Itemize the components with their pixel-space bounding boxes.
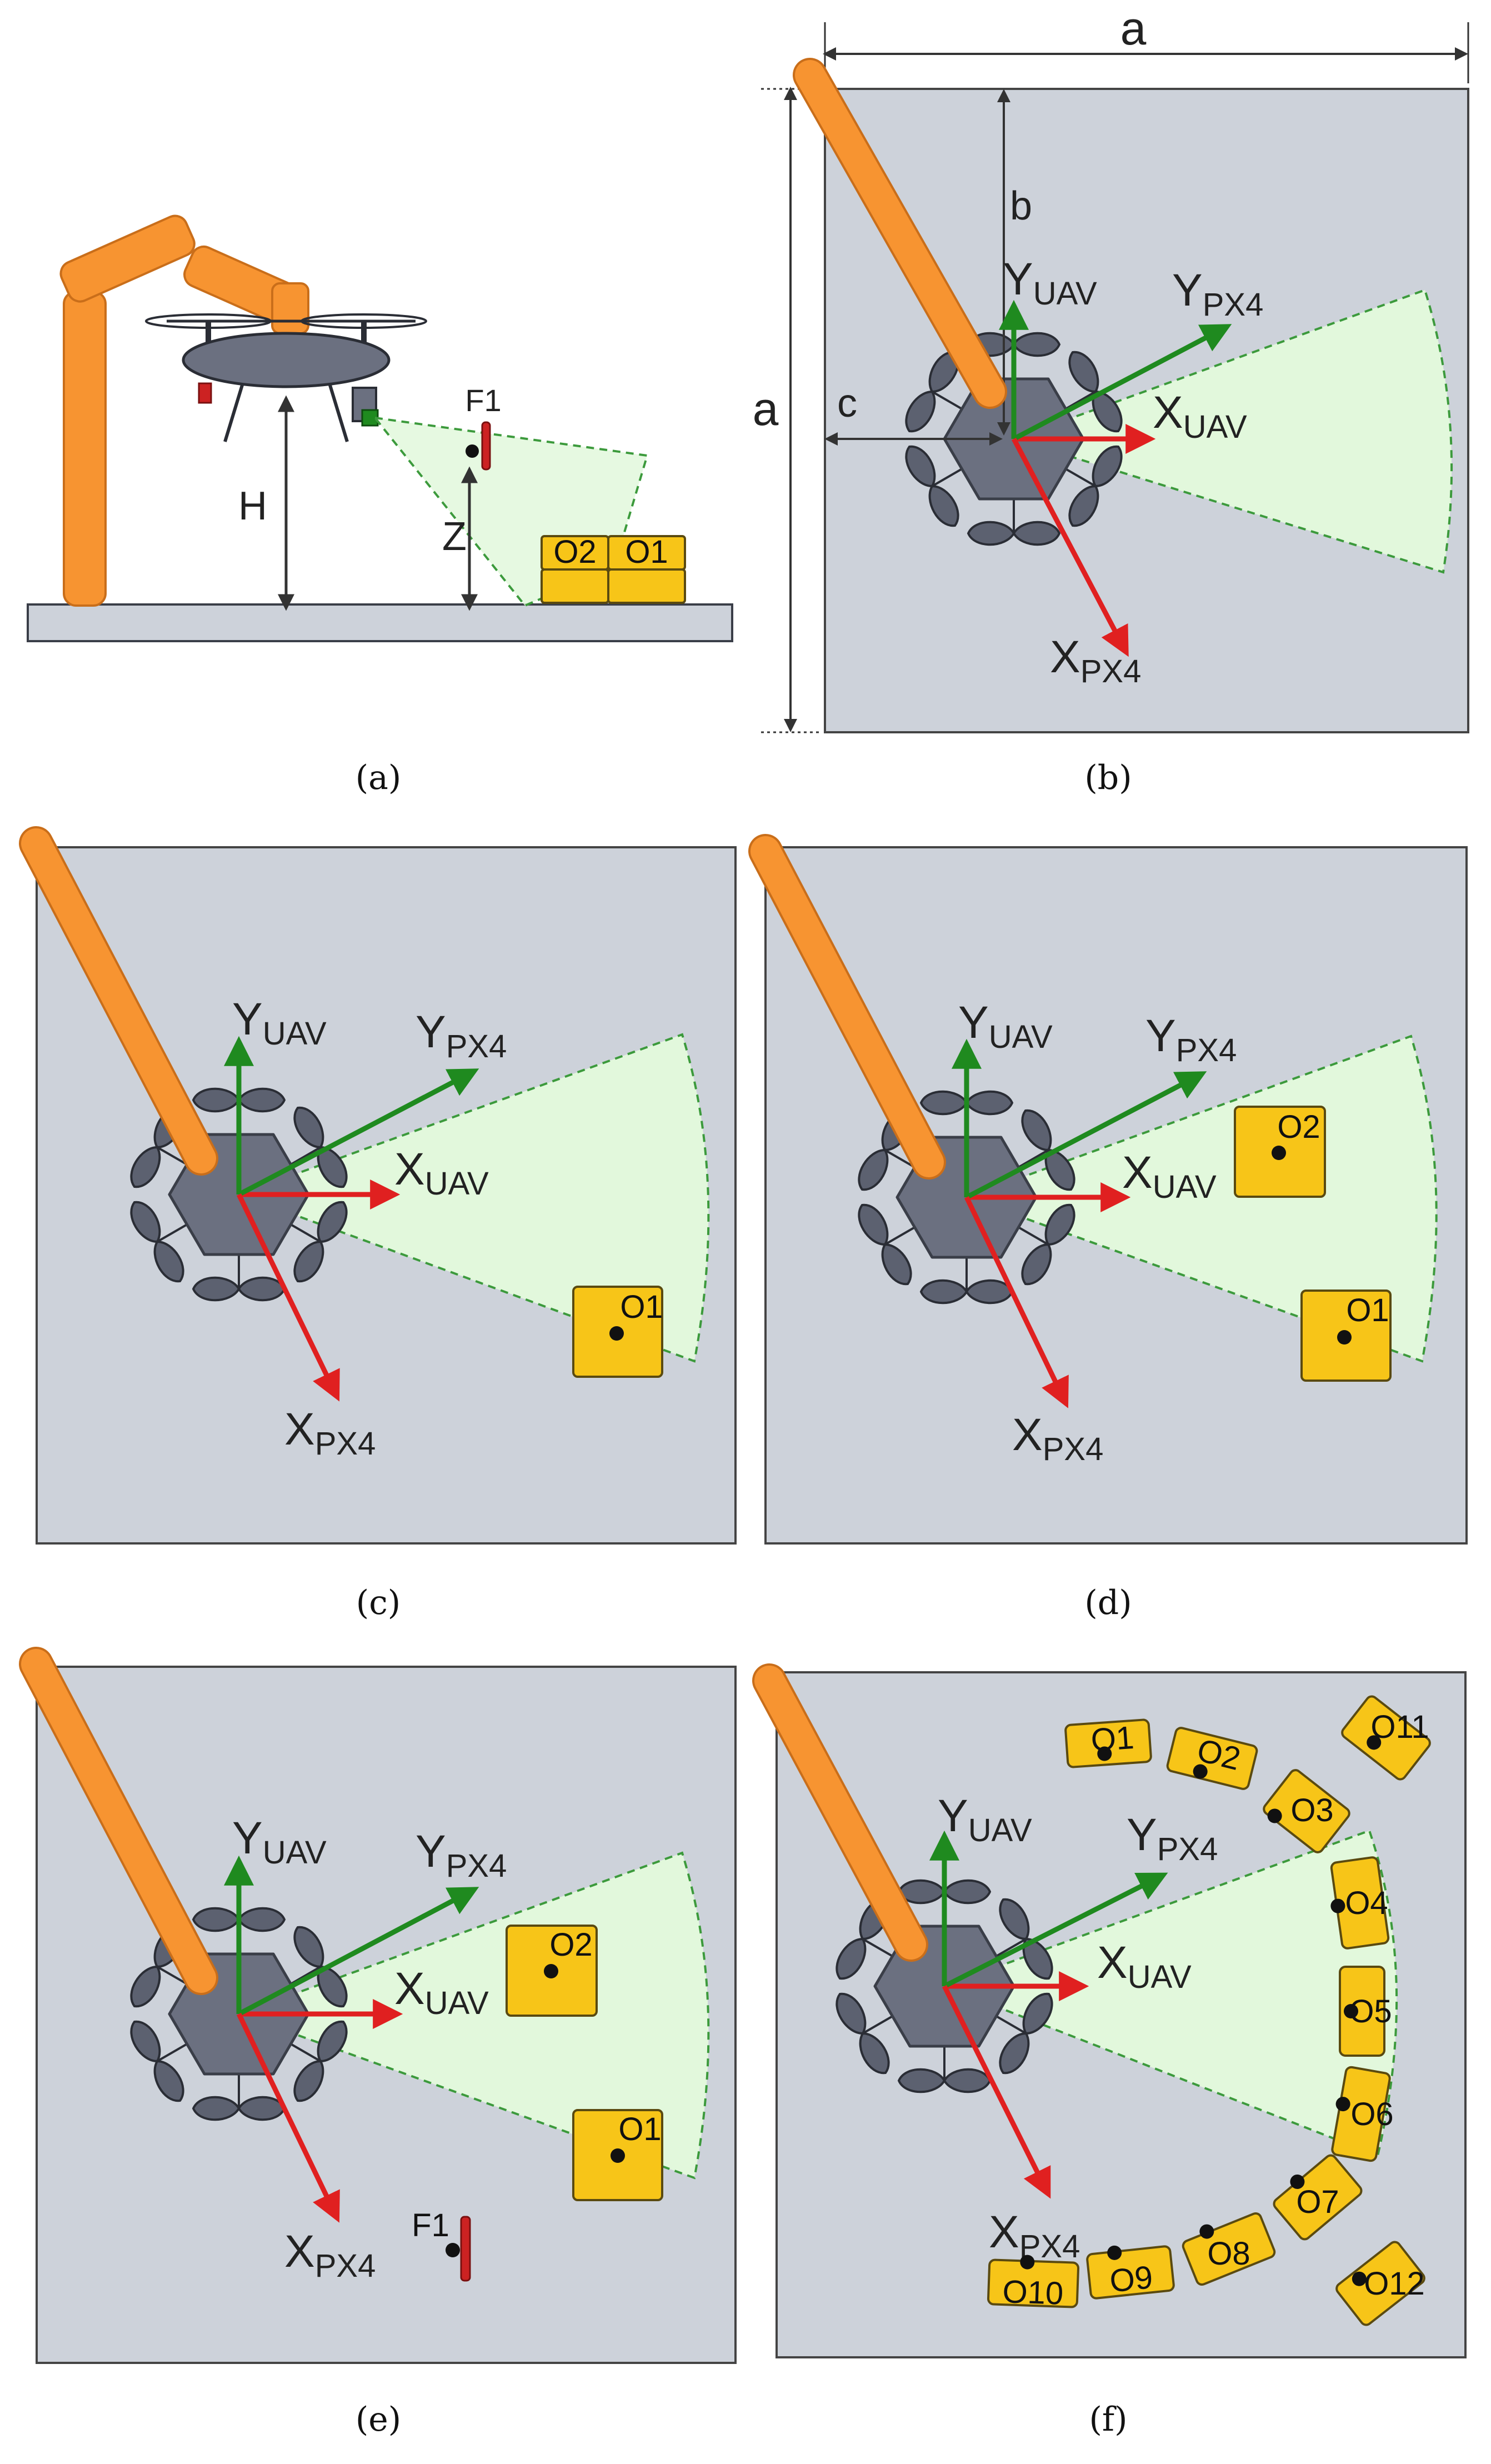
- x-px4-axis: [236, 2013, 340, 2223]
- x-px4-label: XPX4: [1012, 1410, 1103, 1467]
- drone-side: [145, 313, 427, 442]
- svg-text:O9: O9: [1108, 2259, 1154, 2300]
- caption-c: (c): [356, 1583, 401, 1622]
- fiducial-marker: [481, 421, 491, 471]
- caption-d: (d): [1084, 1583, 1132, 1622]
- y-uav-label: YUAV: [232, 1813, 327, 1871]
- fiducial-point: [466, 444, 479, 458]
- y-uav-label: YUAV: [938, 1791, 1032, 1848]
- object-o2: O2: [1234, 1106, 1326, 1198]
- object-o2: O2: [1166, 1727, 1258, 1790]
- panel-e: YUAV YPX4 XUAV XPX4 O2 O1 F1 (e): [19, 1647, 737, 2439]
- panel-b: a a b c YUAV YPX4 XUAV XPX4 (b): [753, 2, 1469, 797]
- object-o11: O11: [1341, 1695, 1431, 1781]
- object-o4: O4: [1330, 1856, 1390, 1950]
- svg-text:O1: O1: [620, 1289, 663, 1325]
- object-o12: O12: [1335, 2241, 1425, 2326]
- svg-text:O4: O4: [1345, 1885, 1388, 1921]
- y-px4-label: YPX4: [1127, 1810, 1218, 1867]
- svg-text:F1: F1: [412, 2207, 449, 2243]
- object-o2: O2: [506, 1925, 598, 2017]
- svg-text:O1: O1: [618, 2111, 661, 2147]
- box-label-o1: O1: [625, 534, 668, 570]
- y-px4-label: YPX4: [416, 1826, 507, 1884]
- svg-text:O12: O12: [1364, 2266, 1425, 2302]
- object-o1: O1: [1300, 1290, 1392, 1382]
- y-px4-axis: [1012, 324, 1232, 441]
- y-px4-label: YPX4: [1145, 1011, 1237, 1068]
- y-uav-label: YUAV: [958, 997, 1053, 1055]
- object-o1: O1: [1064, 1718, 1152, 1768]
- box-label-o2: O2: [553, 534, 596, 570]
- fiducial-label: F1: [465, 383, 501, 418]
- object-o3: O3: [1263, 1769, 1350, 1853]
- y-px4-axis: [965, 1071, 1207, 1199]
- x-uav-label: XUAV: [394, 1144, 489, 1202]
- svg-text:O11: O11: [1370, 1709, 1429, 1745]
- height-label: H: [238, 484, 267, 528]
- panel-d: YUAV YPX4 XUAV XPX4 O2 O1 (d): [748, 834, 1468, 1622]
- object-o1: O1: [572, 2109, 663, 2201]
- y-px4-label: YPX4: [1172, 265, 1263, 323]
- ground-plate: [27, 603, 733, 642]
- x-uav-label: XUAV: [1097, 1937, 1192, 1995]
- x-px4-label: XPX4: [284, 1404, 376, 1462]
- dim-a-top-label: a: [1120, 2, 1147, 54]
- svg-text:O5: O5: [1349, 1993, 1392, 2030]
- object-o9: O9: [1086, 2245, 1175, 2300]
- caption-e: (e): [356, 2400, 401, 2439]
- svg-text:O10: O10: [1002, 2273, 1064, 2312]
- dim-a-left-label: a: [753, 383, 779, 435]
- dim-b-label: b: [1010, 184, 1032, 228]
- caption-b: (b): [1084, 758, 1132, 797]
- object-o1: O1: [572, 1286, 663, 1378]
- x-px4-axis: [942, 1985, 1051, 2199]
- x-uav-label: XUAV: [1153, 387, 1247, 445]
- y-px4-axis: [237, 1887, 479, 2016]
- dim-c-label: c: [837, 381, 857, 426]
- svg-text:O6: O6: [1350, 2096, 1393, 2132]
- z-label: Z: [442, 514, 467, 559]
- object-o6: O6: [1331, 2066, 1394, 2162]
- x-px4-axis: [964, 1196, 1069, 1408]
- object-o5: O5: [1339, 1966, 1392, 2057]
- panel-f: YUAV YPX4 XUAV XPX4 O1 O2 O3 O4 O5: [752, 1663, 1467, 2439]
- y-uav-label: YUAV: [232, 994, 327, 1052]
- caption-a: (a): [356, 758, 402, 797]
- object-o7: O7: [1273, 2154, 1363, 2241]
- y-px4-axis: [943, 1872, 1168, 1989]
- camera-fov-b: [1010, 288, 1453, 574]
- fiducial-f1: F1: [412, 2207, 471, 2282]
- svg-text:O1: O1: [1346, 1292, 1389, 1328]
- svg-text:O1: O1: [1090, 1720, 1135, 1758]
- svg-text:O8: O8: [1207, 2236, 1250, 2272]
- x-uav-label: XUAV: [1122, 1147, 1217, 1205]
- panel-c: YUAV YPX4 XUAV XPX4 O1 (c): [19, 826, 737, 1622]
- robot-arm: [59, 214, 309, 607]
- y-uav-label: YUAV: [1003, 254, 1097, 312]
- x-uav-label: XUAV: [394, 1963, 489, 2021]
- y-px4-axis: [237, 1068, 479, 1197]
- x-px4-axis: [236, 1193, 340, 1402]
- panel-a: H Z F1 O2 O1 (a): [27, 214, 733, 797]
- x-px4-label: XPX4: [1050, 632, 1141, 689]
- svg-text:O3: O3: [1290, 1792, 1333, 1828]
- x-px4-label: XPX4: [284, 2226, 376, 2284]
- stacked-boxes: O2 O1: [541, 534, 686, 604]
- object-o10: O10: [987, 2255, 1080, 2312]
- svg-text:O2: O2: [549, 1927, 592, 1963]
- caption-f: (f): [1089, 2400, 1127, 2439]
- svg-text:O7: O7: [1296, 2184, 1339, 2220]
- camera-fov-f: [941, 1829, 1398, 2157]
- object-o8: O8: [1182, 2212, 1276, 2286]
- svg-text:O2: O2: [1277, 1109, 1320, 1145]
- x-px4-axis: [1012, 437, 1129, 657]
- camera-fov-c: [236, 1033, 710, 1363]
- y-px4-label: YPX4: [416, 1007, 507, 1064]
